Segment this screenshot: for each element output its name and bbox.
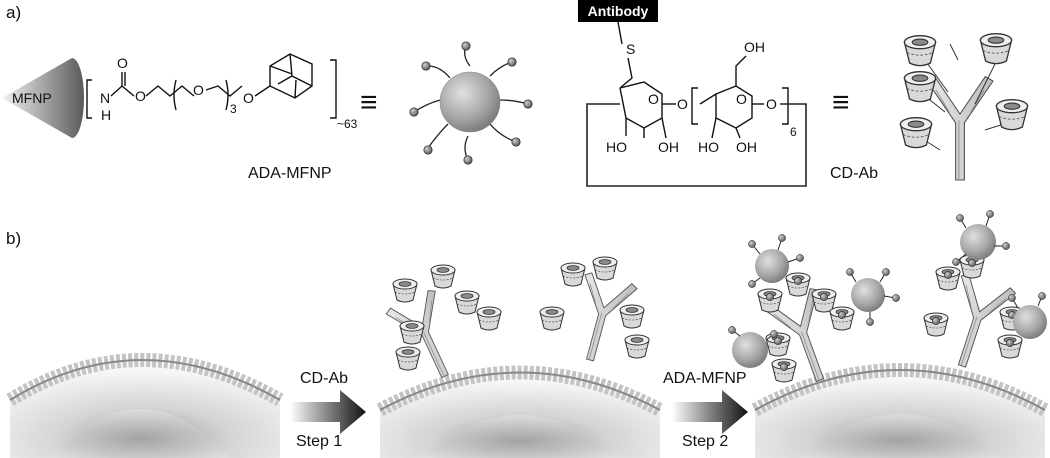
step1-arrow	[290, 390, 366, 434]
loading-subscript: ~63	[337, 117, 358, 131]
cd-ab-on-cell-3b	[924, 255, 1024, 376]
cell-membrane-3	[751, 363, 1049, 458]
carbonyl-o: O	[117, 55, 128, 71]
ada-mfnp-cartoon	[409, 41, 533, 165]
panel-b-label: b)	[6, 229, 21, 248]
peg-repeat-subscript: 3	[230, 102, 237, 116]
step2-name: Step 2	[682, 433, 728, 450]
step2-reagent: ADA-MFNP	[663, 370, 747, 387]
terminal-o: O	[766, 96, 777, 112]
hydroxyl-1: HO	[606, 139, 627, 155]
nh-n: N	[100, 90, 110, 106]
ether-o: O	[193, 82, 204, 98]
panel-a-label: a)	[6, 3, 21, 22]
antibody-tag-box	[578, 0, 658, 22]
step1-name: Step 1	[296, 433, 342, 450]
equivalent-sign-left: ≡	[360, 86, 378, 119]
right-bracket	[330, 59, 337, 119]
cd-ab-structure: Antibody S O HO OH O OH O HO OH O 6	[578, 0, 807, 187]
step2-arrow	[672, 390, 748, 434]
step1-reagent: CD-Ab	[300, 370, 348, 387]
cd-ab-on-cell-2	[539, 256, 650, 368]
peg-paren-open	[173, 79, 177, 111]
ada-mfnp-label: ADA-MFNP	[248, 165, 332, 182]
antibody-tag-label: Antibody	[588, 3, 649, 19]
cd-repeat-subscript: 6	[790, 125, 797, 139]
equivalent-sign-right: ≡	[832, 86, 850, 119]
cell-membrane-2	[376, 365, 664, 458]
ring2-o: O	[736, 91, 747, 107]
linker-chain	[110, 72, 243, 97]
peg-paren-close	[225, 79, 229, 111]
macrocycle-closure	[586, 103, 807, 187]
thioether-s: S	[626, 41, 635, 57]
adamantyl-o: O	[243, 90, 254, 106]
hydroxyl-3: HO	[698, 139, 719, 155]
hydroxyl-4: OH	[736, 139, 757, 155]
cd-ab-cartoon	[899, 33, 1029, 181]
nh-h: H	[101, 107, 111, 123]
glycosidic-o: O	[677, 96, 688, 112]
cd-ab-label: CD-Ab	[830, 165, 878, 182]
mfnp-core-label: MFNP	[12, 90, 52, 106]
adamantane-cage	[254, 53, 313, 99]
cell-membrane-1	[6, 353, 284, 458]
ester-o: O	[135, 88, 146, 104]
mfnp-core-cone	[2, 58, 84, 138]
left-bracket	[86, 79, 92, 119]
hydroxyl-2: OH	[658, 139, 679, 155]
bound-nanoparticles	[728, 210, 1047, 368]
ring1-o: O	[648, 91, 659, 107]
hydroxymethyl-oh: OH	[744, 39, 765, 55]
